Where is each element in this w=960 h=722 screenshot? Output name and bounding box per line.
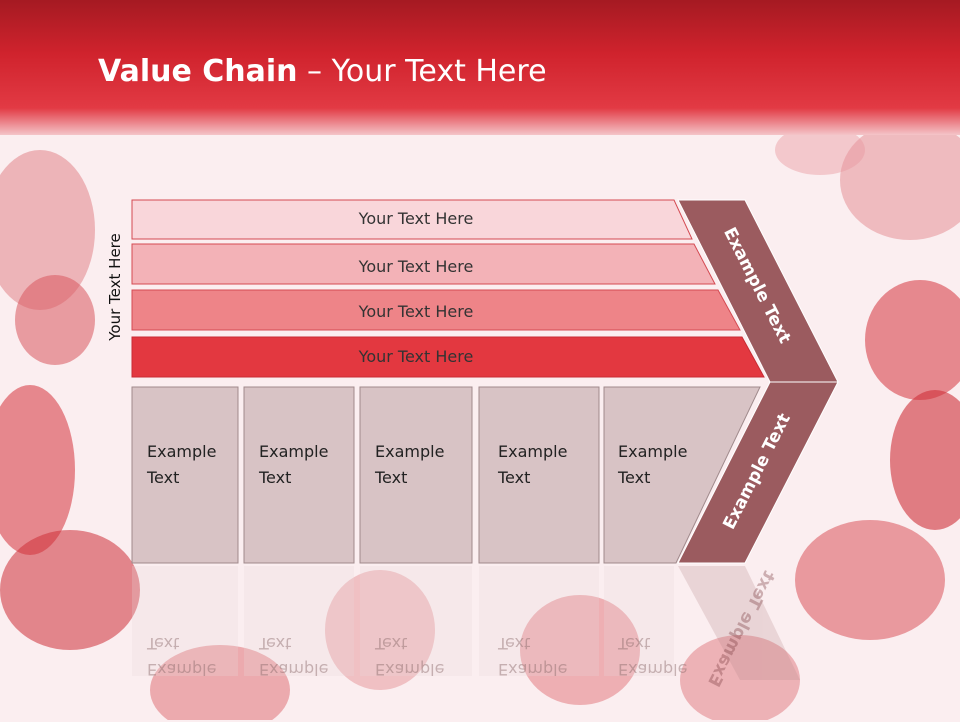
rose-petal <box>0 385 75 555</box>
box-reflection <box>360 566 472 676</box>
box-2 <box>243 386 355 564</box>
rose-petal <box>0 530 140 650</box>
rose-petal <box>840 120 960 240</box>
row-band-3 <box>131 289 741 331</box>
rose-petal <box>325 570 435 690</box>
box-reflection <box>132 566 238 676</box>
rose-petal <box>775 125 865 175</box>
box-4 <box>478 386 600 564</box>
box-1 <box>131 386 239 564</box>
box-reflection <box>604 566 674 676</box>
box-reflection <box>479 566 599 676</box>
reflection <box>132 566 800 680</box>
box-5 <box>603 386 761 564</box>
box-3 <box>359 386 473 564</box>
row-band-2 <box>131 243 716 285</box>
row-label-2: Your Text Here <box>358 257 474 276</box>
chevron-reflection <box>678 566 800 680</box>
row-label-1: Your Text Here <box>358 209 474 228</box>
rose-petal <box>520 595 640 705</box>
rose-petal <box>680 635 800 720</box>
box-reflection <box>244 566 354 676</box>
rose-petal <box>890 390 960 530</box>
row-label-3: Your Text Here <box>358 302 474 321</box>
rose-petal <box>795 520 945 640</box>
header-band <box>0 0 960 135</box>
rose-petal <box>150 645 290 720</box>
rose-petal <box>865 280 960 400</box>
slide-title: Value Chain – Your Text Here <box>98 54 547 89</box>
row-band-4 <box>131 336 765 378</box>
chevron-bottom <box>677 381 839 564</box>
side-label: Your Text Here <box>106 233 124 341</box>
rose-petal <box>15 275 95 365</box>
row-band-1 <box>131 199 693 240</box>
rose-petal <box>0 150 95 310</box>
row-label-4: Your Text Here <box>358 347 474 366</box>
